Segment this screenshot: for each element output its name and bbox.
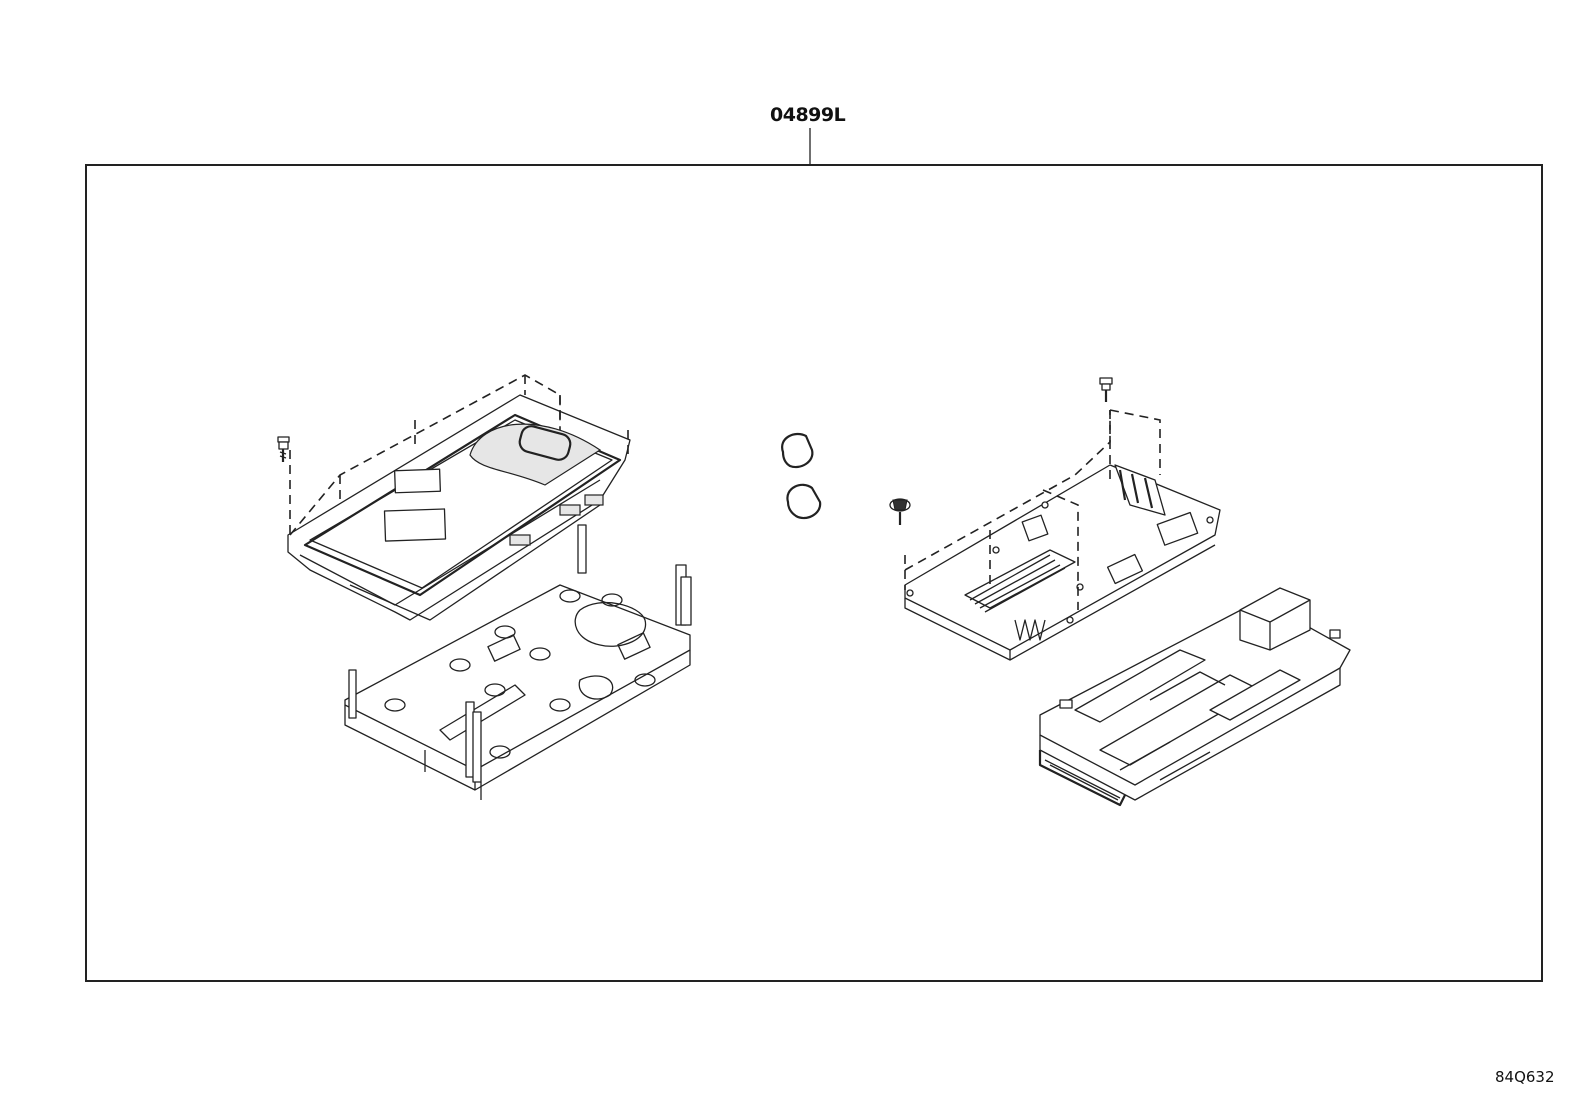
left-upper-cover[interactable] xyxy=(287,394,631,621)
right-board-dashed-guides xyxy=(904,409,1161,610)
rubber-cap-lower[interactable] xyxy=(786,483,822,520)
right-circuit-board[interactable] xyxy=(904,464,1221,661)
left-screw[interactable] xyxy=(277,436,290,462)
right-lower-housing[interactable] xyxy=(1038,587,1351,807)
left-lower-plate[interactable] xyxy=(344,584,691,791)
kit-part-number-label[interactable]: 04899L xyxy=(770,104,846,126)
diagram-reference-code: 84Q632 xyxy=(1495,1068,1555,1086)
assembly-frame xyxy=(85,164,1543,982)
right-screw-left[interactable] xyxy=(889,498,911,525)
right-screw-top[interactable] xyxy=(1099,377,1113,402)
rubber-cap-upper[interactable] xyxy=(781,432,814,469)
left-cover-dashed-guides xyxy=(289,374,629,536)
left-plate-pins xyxy=(348,524,692,800)
